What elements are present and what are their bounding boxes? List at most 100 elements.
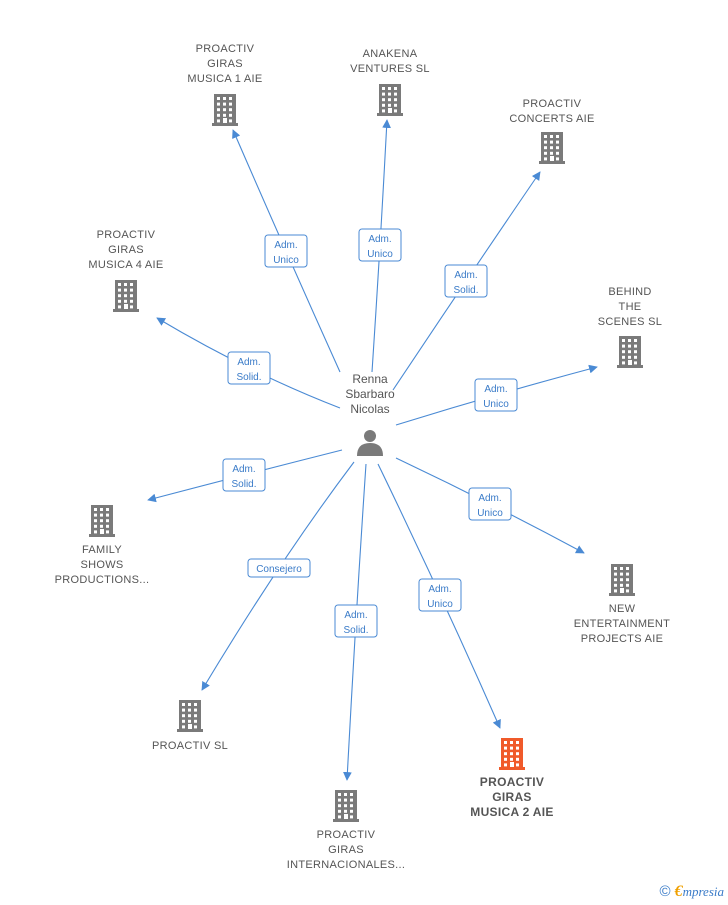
company-label: PROJECTS AIE — [581, 633, 663, 645]
role-text: Adm. — [454, 270, 477, 281]
role-text: Unico — [483, 399, 509, 410]
role-badge[interactable]: Adm. Unico — [264, 234, 308, 268]
role-badge-box — [418, 578, 462, 612]
building-icon[interactable] — [212, 94, 238, 126]
company-label: MUSICA 2 AIE — [470, 805, 553, 819]
company-node-c7[interactable]: NEW ENTERTAINMENT PROJECTS AIE — [574, 564, 670, 645]
role-text: Adm. — [344, 610, 367, 621]
company-label: GIRAS — [207, 58, 243, 70]
company-label: PROACTIV — [97, 229, 156, 241]
role-badge-box — [474, 378, 518, 412]
role-badge[interactable]: Consejero — [247, 558, 311, 578]
role-badge-box — [358, 228, 402, 262]
edge-c6: Adm. Solid. — [147, 449, 343, 503]
edge-c8: Consejero — [201, 461, 355, 691]
role-badge-box — [444, 264, 488, 298]
role-badge[interactable]: Adm. Unico — [474, 378, 518, 412]
person-icon — [357, 430, 383, 456]
role-badge-box — [334, 604, 378, 638]
role-badge[interactable]: Adm. Solid. — [227, 351, 271, 385]
building-icon[interactable] — [617, 336, 643, 368]
person-label: Nicolas — [350, 402, 389, 416]
role-text: Solid. — [343, 625, 368, 636]
building-icon[interactable] — [499, 738, 525, 770]
company-label: BEHIND — [608, 286, 651, 298]
company-label: MUSICA 1 AIE — [187, 73, 262, 85]
role-badge[interactable]: Adm. Solid. — [444, 264, 488, 298]
company-label: GIRAS — [108, 244, 144, 256]
company-label: PROACTIV — [523, 98, 582, 110]
role-text: Unico — [427, 599, 453, 610]
role-badge-box — [222, 458, 266, 492]
edge-c4: Adm. Solid. — [156, 317, 341, 409]
company-label: PROACTIV — [480, 775, 544, 789]
company-label: VENTURES SL — [350, 63, 430, 75]
company-label: MUSICA 4 AIE — [88, 259, 163, 271]
company-label: ANAKENA — [363, 48, 418, 60]
building-icon[interactable] — [113, 280, 139, 312]
edge-c10: Adm. Unico — [377, 463, 501, 729]
company-label: FAMILY — [82, 544, 122, 556]
edge-c3: Adm. Solid. — [392, 171, 541, 391]
company-node-c4[interactable]: PROACTIV GIRAS MUSICA 4 AIE — [88, 229, 163, 312]
role-text: Adm. — [237, 357, 260, 368]
role-text: Adm. — [478, 493, 501, 504]
building-icon[interactable] — [377, 84, 403, 116]
role-text: Adm. — [274, 240, 297, 251]
company-node-c8[interactable]: PROACTIV SL — [152, 700, 228, 752]
edge-c5: Adm. Unico — [395, 364, 598, 426]
brand-initial: € — [674, 883, 683, 900]
building-icon[interactable] — [177, 700, 203, 732]
company-label: PRODUCTIONS... — [55, 574, 150, 586]
company-label: GIRAS — [492, 790, 532, 804]
role-badge[interactable]: Adm. Unico — [418, 578, 462, 612]
role-text: Solid. — [453, 285, 478, 296]
company-label: ENTERTAINMENT — [574, 618, 670, 630]
company-label: NEW — [609, 603, 636, 615]
company-node-c3[interactable]: PROACTIV CONCERTS AIE — [509, 98, 594, 164]
role-text: Solid. — [231, 479, 256, 490]
building-icon[interactable] — [89, 505, 115, 537]
role-text: Unico — [273, 255, 299, 266]
role-text: Solid. — [236, 372, 261, 383]
role-badge[interactable]: Adm.Unico — [358, 228, 402, 262]
building-icon[interactable] — [539, 132, 565, 164]
role-badge-box — [264, 234, 308, 268]
company-node-c6[interactable]: FAMILY SHOWS PRODUCTIONS... — [55, 505, 150, 586]
company-node-c5[interactable]: BEHIND THE SCENES SL — [598, 286, 662, 368]
role-badge-box — [247, 558, 311, 578]
role-text: Unico — [477, 508, 503, 519]
company-node-c2[interactable]: ANAKENA VENTURES SL — [350, 48, 430, 116]
brand-name: mpresia — [682, 884, 724, 899]
company-label: SCENES SL — [598, 316, 662, 328]
company-label: SHOWS — [80, 559, 123, 571]
company-label: CONCERTS AIE — [509, 113, 594, 125]
company-label: THE — [619, 301, 642, 313]
role-text: Unico — [367, 249, 393, 260]
company-label: PROACTIV SL — [152, 740, 228, 752]
edge-c9: Adm. Solid. — [334, 463, 378, 781]
role-badge-box — [227, 351, 271, 385]
role-badge[interactable]: Adm. Unico — [468, 487, 512, 521]
role-badge[interactable]: Adm. Solid. — [334, 604, 378, 638]
company-label: PROACTIV — [317, 829, 376, 841]
company-label: GIRAS — [328, 844, 364, 856]
edge-c1: Adm. Unico — [232, 129, 341, 373]
role-text: Adm. — [484, 384, 507, 395]
role-badge[interactable]: Adm. Solid. — [222, 458, 266, 492]
building-icon[interactable] — [333, 790, 359, 822]
role-text: Adm. — [428, 584, 451, 595]
building-icon[interactable] — [609, 564, 635, 596]
company-label: INTERNACIONALES... — [287, 859, 405, 871]
role-badge-box — [468, 487, 512, 521]
role-text: Consejero — [256, 564, 302, 575]
company-node-c9[interactable]: PROACTIV GIRAS INTERNACIONALES... — [287, 790, 405, 871]
person-label: Renna — [352, 372, 388, 386]
role-text: Adm. — [232, 464, 255, 475]
edge-c7: Adm. Unico — [395, 457, 585, 554]
